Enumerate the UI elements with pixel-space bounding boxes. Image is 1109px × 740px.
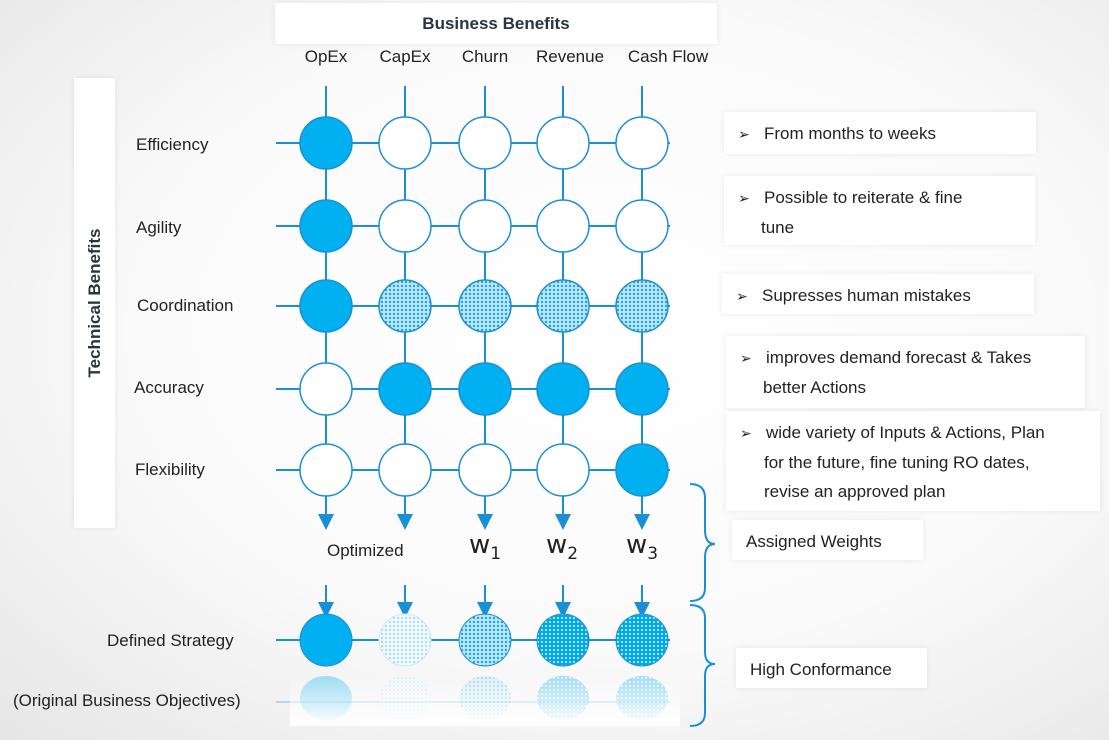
note-flexibility: ➢wide variety of Inputs & Actions, Plan …: [726, 411, 1100, 511]
high-conformance-bracket: [689, 604, 716, 727]
matrix-node-accuracy-opex: [299, 362, 353, 416]
matrix-node-agility-opex: [299, 199, 353, 253]
arrow-bullet-icon: ➢: [736, 288, 748, 304]
row-label-efficiency: Efficiency: [136, 135, 209, 154]
arrow-bullet-icon: ➢: [740, 350, 752, 366]
weight-w1: w1: [468, 530, 502, 564]
note-agility: ➢Possible to reiterate & fine tune: [724, 176, 1035, 245]
high-conformance-box: High Conformance: [736, 648, 927, 688]
matrix-node-accuracy-cash-flow: [615, 362, 669, 416]
matrix-node-coordination-opex: [299, 279, 353, 333]
column-label-cash-flow: Cash Flow: [627, 47, 709, 66]
assigned-weights-box: Assigned Weights: [732, 520, 923, 560]
matrix-node-agility-revenue: [536, 199, 590, 253]
grid-circles: [299, 116, 669, 497]
reflection-fade: [290, 676, 680, 726]
weight-w3: w3: [625, 530, 659, 564]
optimized-label: Optimized: [327, 541, 404, 560]
matrix-node-accuracy-revenue: [536, 362, 590, 416]
weight-w2: w2: [545, 530, 579, 564]
arrow-bullet-icon: ➢: [738, 126, 750, 142]
matrix-node-flexibility-opex: [299, 443, 353, 497]
matrix-node-accuracy-capex: [378, 362, 432, 416]
matrix-node-efficiency-cash-flow: [615, 116, 669, 170]
column-label-churn: Churn: [461, 47, 509, 66]
original-business-objectives-label: (Original Business Objectives): [13, 691, 241, 710]
matrix-node-coordination-churn: [458, 279, 512, 333]
business-benefits-title: Business Benefits: [422, 14, 570, 33]
matrix-node-efficiency-opex: [299, 116, 353, 170]
matrix-node-flexibility-churn: [458, 443, 512, 497]
strategy-node-revenue: [536, 613, 590, 667]
row-label-accuracy: Accuracy: [134, 378, 204, 397]
matrix-node-agility-churn: [458, 199, 512, 253]
strategy-node-cash-flow: [615, 613, 669, 667]
row-label-coordination: Coordination: [137, 296, 234, 315]
arrow-bullet-icon: ➢: [740, 425, 752, 441]
matrix-node-coordination-revenue: [536, 279, 590, 333]
column-label-revenue: Revenue: [535, 47, 605, 66]
matrix-node-agility-cash-flow: [615, 199, 669, 253]
note-coordination: ➢Supresses human mistakes: [722, 274, 1034, 314]
column-label-opex: OpEx: [304, 47, 348, 66]
matrix-node-efficiency-capex: [378, 116, 432, 170]
matrix-node-flexibility-capex: [378, 443, 432, 497]
note-accuracy: ➢improves demand forecast & Takes better…: [726, 336, 1085, 408]
matrix-node-flexibility-revenue: [536, 443, 590, 497]
column-label-capex: CapEx: [379, 47, 431, 66]
arrow-bullet-icon: ➢: [738, 190, 750, 206]
matrix-node-flexibility-cash-flow: [615, 443, 669, 497]
strategy-node-opex: [299, 613, 353, 667]
matrix-node-accuracy-churn: [458, 362, 512, 416]
brackets: [689, 483, 716, 727]
row-label-flexibility: Flexibility: [135, 460, 205, 479]
defined-strategy-label: Defined Strategy: [107, 631, 234, 650]
matrix-node-efficiency-revenue: [536, 116, 590, 170]
row-label-agility: Agility: [136, 218, 182, 237]
matrix-node-agility-capex: [378, 199, 432, 253]
matrix-node-coordination-capex: [378, 279, 432, 333]
assigned-weights-bracket: [689, 483, 716, 602]
strategy-node-capex: [378, 613, 432, 667]
strategy-circles: [290, 613, 680, 726]
technical-benefits-side-box: [74, 78, 115, 528]
note-efficiency: ➢From months to weeks: [724, 112, 1036, 154]
matrix-node-coordination-cash-flow: [615, 279, 669, 333]
strategy-node-churn: [458, 613, 512, 667]
business-benefits-header-box: [275, 3, 717, 44]
matrix-node-efficiency-churn: [458, 116, 512, 170]
